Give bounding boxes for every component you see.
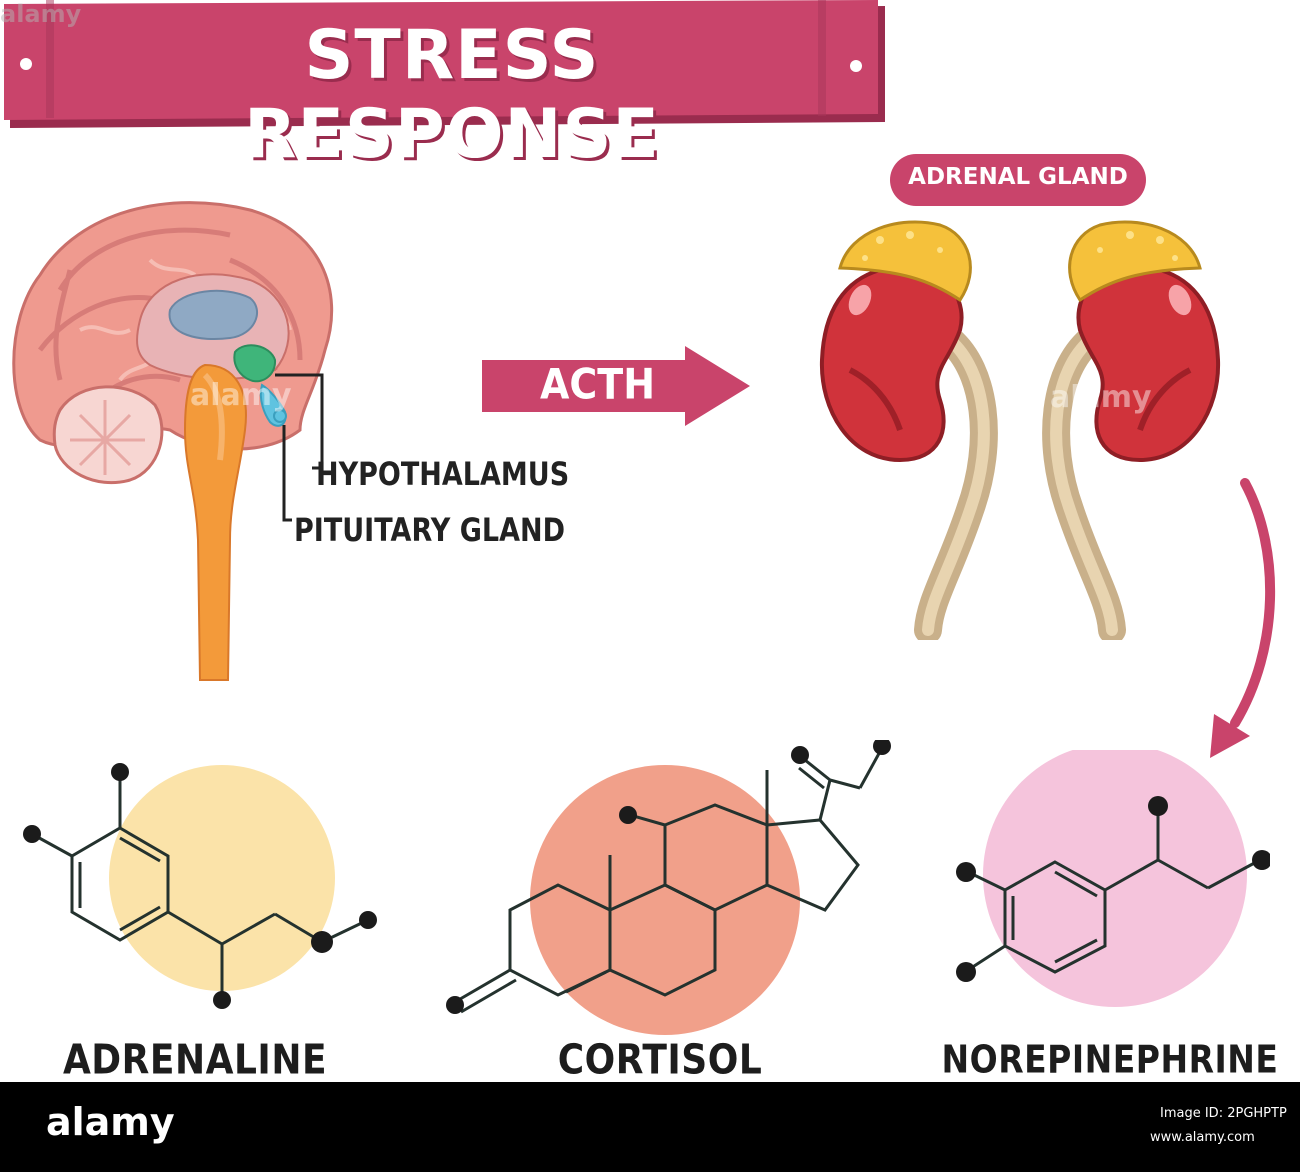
footer-image-id: Image ID: 2PGHPTP bbox=[1160, 1106, 1287, 1121]
right-adrenal-gland bbox=[1068, 220, 1202, 303]
adrenal-gland-pill bbox=[890, 154, 1146, 206]
hypothalamus-leader-line bbox=[275, 373, 324, 470]
left-adrenal-gland bbox=[838, 220, 972, 303]
watermark-left: alamy bbox=[190, 378, 292, 413]
cortisol-circle bbox=[530, 765, 800, 1035]
norepinephrine-molecule bbox=[956, 750, 1270, 1007]
adrenaline-label: ADRENALINE bbox=[62, 1036, 328, 1085]
watermark-top: alamy bbox=[0, 0, 82, 28]
footer-site-link[interactable]: www.alamy.com bbox=[1150, 1130, 1255, 1145]
curved-arrow bbox=[1210, 478, 1276, 758]
banner-pin-right bbox=[850, 60, 862, 72]
pituitary-leader-line bbox=[282, 425, 292, 522]
watermark-right: alamy bbox=[1050, 380, 1152, 415]
pituitary-gland-label: PITUITARY GLAND bbox=[294, 512, 565, 550]
page-title: STRESS RESPONSE bbox=[244, 16, 660, 174]
norepinephrine-label: NOREPINEPHRINE bbox=[941, 1037, 1279, 1082]
adrenaline-circle bbox=[109, 765, 335, 991]
cortisol-label: CORTISOL bbox=[557, 1036, 763, 1085]
footer-bar bbox=[0, 1082, 1300, 1172]
brain-illustration bbox=[12, 201, 334, 681]
norepinephrine-circle bbox=[983, 750, 1247, 1007]
adrenaline-molecule bbox=[23, 763, 377, 1009]
title-banner bbox=[4, 0, 885, 128]
right-kidney bbox=[1076, 262, 1221, 463]
acth-label: ACTH bbox=[540, 360, 656, 409]
footer-brand[interactable]: alamy bbox=[46, 1100, 175, 1144]
kidneys-illustration bbox=[819, 220, 1221, 640]
adrenal-gland-label: ADRENAL GLAND bbox=[908, 164, 1128, 190]
cortisol-molecule bbox=[446, 740, 891, 1035]
left-kidney bbox=[819, 262, 964, 463]
banner-pin-left bbox=[20, 58, 32, 70]
hypothalamus-label: HYPOTHALAMUS bbox=[316, 456, 570, 494]
acth-arrow bbox=[482, 346, 750, 426]
